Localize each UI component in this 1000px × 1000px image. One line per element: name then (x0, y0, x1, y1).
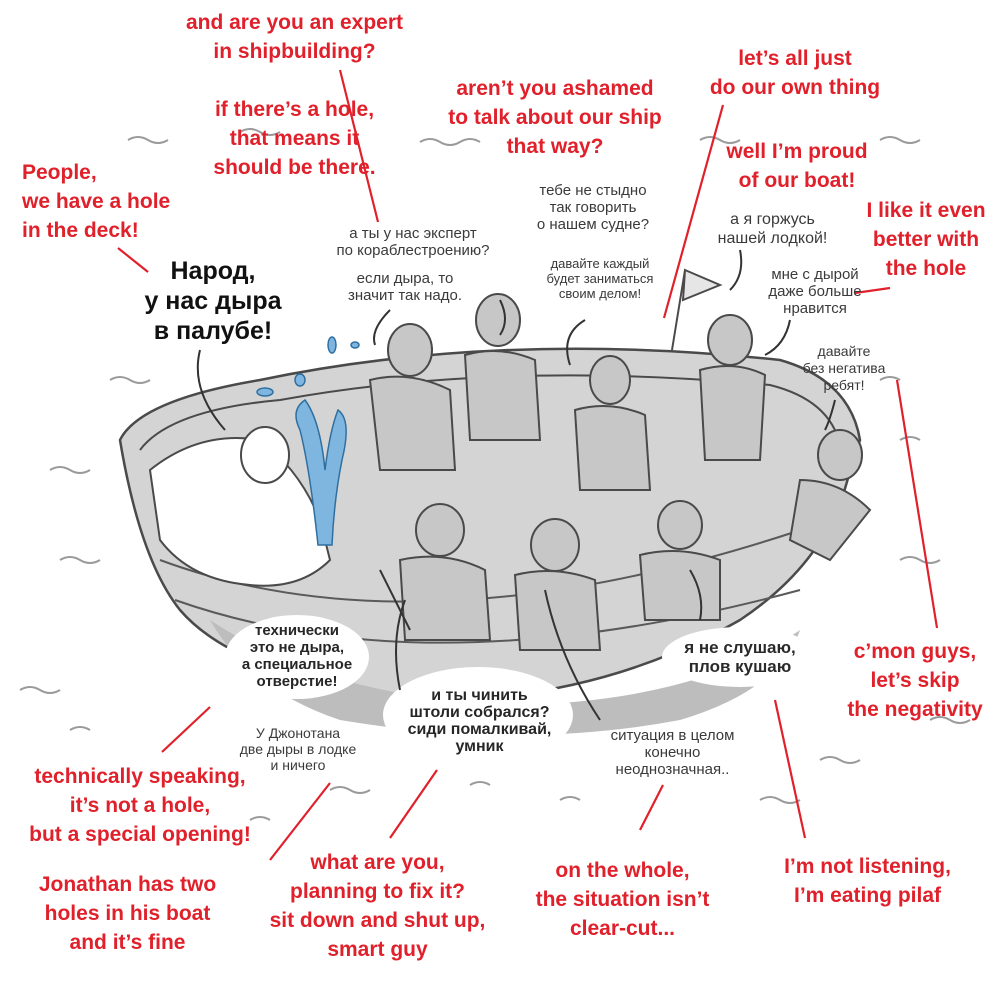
en-jonathan-label: Jonathan has two holes in his boat and i… (38, 873, 217, 954)
en-like-hole-label: I like it even better with the hole (866, 199, 986, 280)
ru-if-hole-label: если дыра, то значит так надо. (347, 270, 463, 304)
en-fix-it-label: what are you, planning to fix it? sit do… (269, 851, 486, 961)
crowd-figures (240, 293, 872, 651)
boat-shadow (210, 620, 800, 735)
ru-expert-label: а ты у нас эксперт по кораблестроению? (336, 225, 490, 259)
ru-fix-it-label: и ты чинить штоли собрался? сиди помалки… (407, 687, 552, 755)
en-ashamed-label: aren’t you ashamed to talk about our shi… (448, 77, 662, 158)
translation-leaders (117, 69, 939, 861)
en-pilaf-label: I’m not listening, I’m eating pilaf (784, 855, 951, 907)
water-lines (19, 128, 971, 821)
ru-people-hole-label: Народ, у нас дыра в палубе! (144, 257, 282, 345)
speech-balloons (225, 615, 818, 763)
en-if-hole-label: if there’s a hole, that means it should … (213, 98, 376, 179)
en-people-hole-label: People, we have a hole in the deck! (22, 161, 171, 242)
en-expert-label: and are you an expert in shipbuilding? (185, 11, 404, 63)
ru-situation-label: ситуация в целом конечно неоднозначная.. (610, 727, 735, 778)
ru-ashamed-label: тебе не стыдно так говорить о нашем судн… (536, 182, 650, 233)
en-no-negative-label: c’mon guys, let’s skip the negativity (847, 640, 983, 721)
ru-no-negative-label: давайте без негатива ребят! (802, 343, 886, 393)
ru-pilaf-label: я не слушаю, плов кушаю (684, 638, 796, 676)
ru-jonathan-label: У Джонотана две дыры в лодке и ничего (239, 725, 357, 773)
en-proud-label: well I’m proud of our boat! (726, 140, 868, 192)
en-own-thing-label: let’s all just do our own thing (709, 47, 881, 99)
ru-own-thing-label: давайте каждый будет заниматься своим де… (546, 256, 654, 301)
flag (671, 268, 723, 351)
en-technically-label: technically speaking, it’s not a hole, b… (29, 765, 251, 846)
ru-technically-label: технически это не дыра, а специальное от… (241, 622, 353, 690)
ru-like-hole-label: мне с дырой даже больше нравится (768, 266, 862, 317)
en-situation-label: on the whole, the situation isn’t clear-… (535, 859, 710, 940)
speech-pointers (196, 249, 836, 721)
water-jet (256, 336, 360, 546)
ru-proud-label: а я горжусь нашей лодкой! (717, 211, 828, 247)
